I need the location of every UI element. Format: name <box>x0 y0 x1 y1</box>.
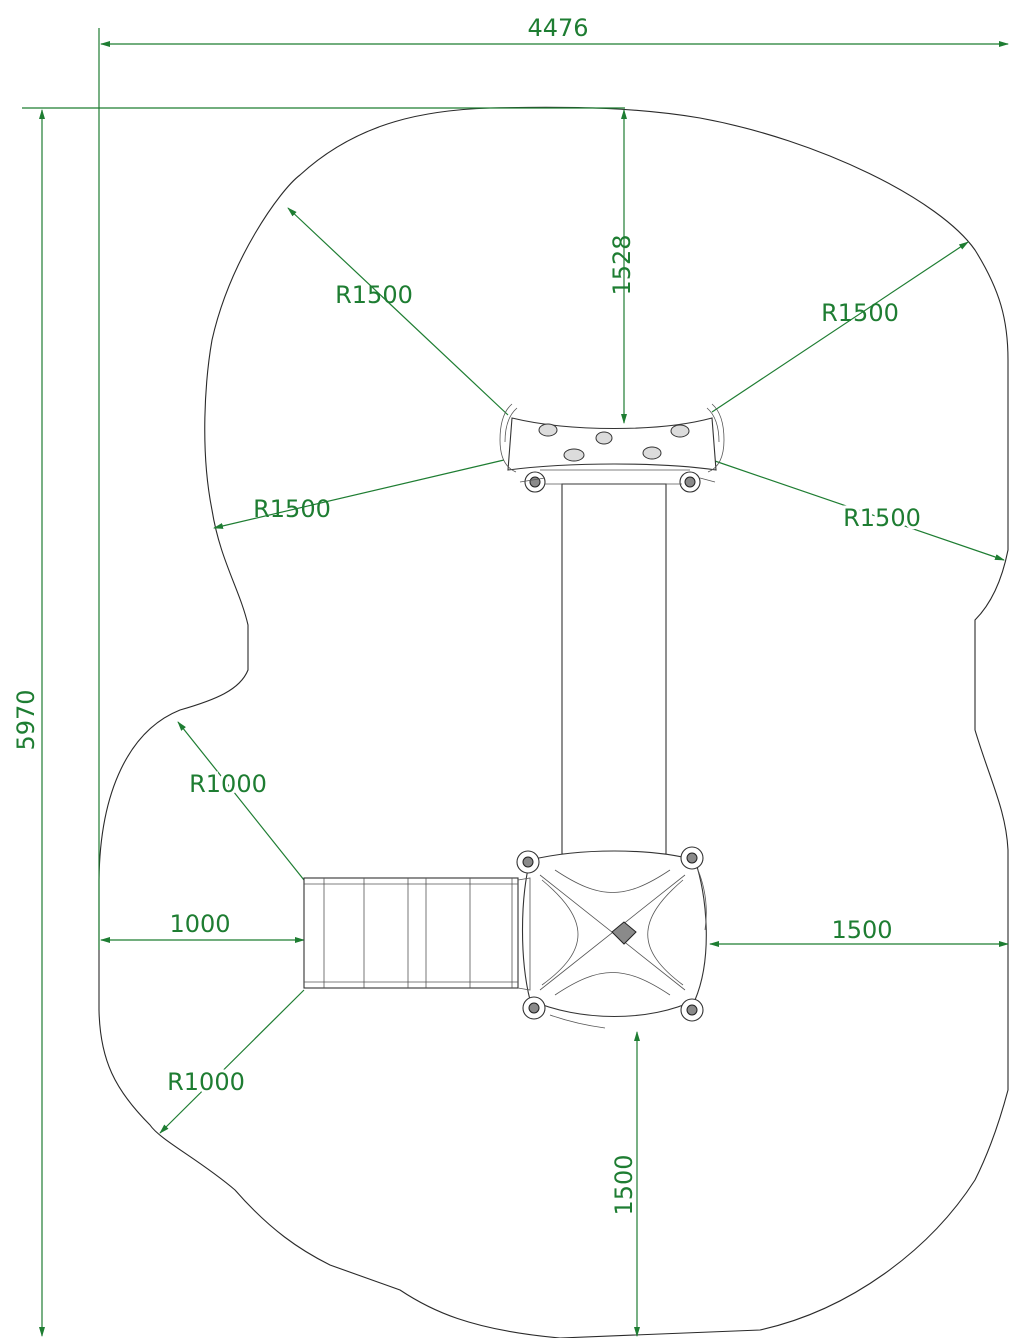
radius-lower-left-lower-leader <box>159 989 305 1134</box>
entry-ramp <box>303 877 531 991</box>
radius-mid-left-label: R1500 <box>253 495 331 523</box>
climbing-wall-panel <box>499 403 725 473</box>
radius-top-left-leader <box>287 207 509 416</box>
radius-top-right-leader <box>711 241 969 413</box>
connecting-bridge <box>561 483 667 855</box>
radius-mid-right-leader <box>711 459 1005 561</box>
width-label: 4476 <box>527 14 588 42</box>
right-clearance-label: 1500 <box>831 916 892 944</box>
radius-lower-left-upper-label: R1000 <box>189 770 267 798</box>
left-clearance-label: 1000 <box>169 910 230 938</box>
radius-lower-left-lower-label: R1000 <box>167 1068 245 1096</box>
radius-top-right-label: R1500 <box>821 299 899 327</box>
safety-zone-outline <box>98 106 1009 1338</box>
bottom-clearance-label: 1500 <box>610 1154 638 1215</box>
climbing-hold <box>642 446 662 460</box>
length-label: 5970 <box>12 689 40 750</box>
climbing-hold <box>595 431 613 445</box>
platform-tower <box>516 846 707 1029</box>
top-clearance-label: 1528 <box>608 234 636 295</box>
climbing-hold <box>538 423 558 437</box>
radius-mid-right-label: R1500 <box>843 504 921 532</box>
climbing-hold <box>563 448 585 462</box>
radius-top-left-label: R1500 <box>335 281 413 309</box>
radius-mid-left-leader <box>213 459 505 529</box>
top-posts <box>519 471 716 493</box>
climbing-hold <box>670 424 690 438</box>
radius-lower-left-upper-leader <box>177 721 305 881</box>
